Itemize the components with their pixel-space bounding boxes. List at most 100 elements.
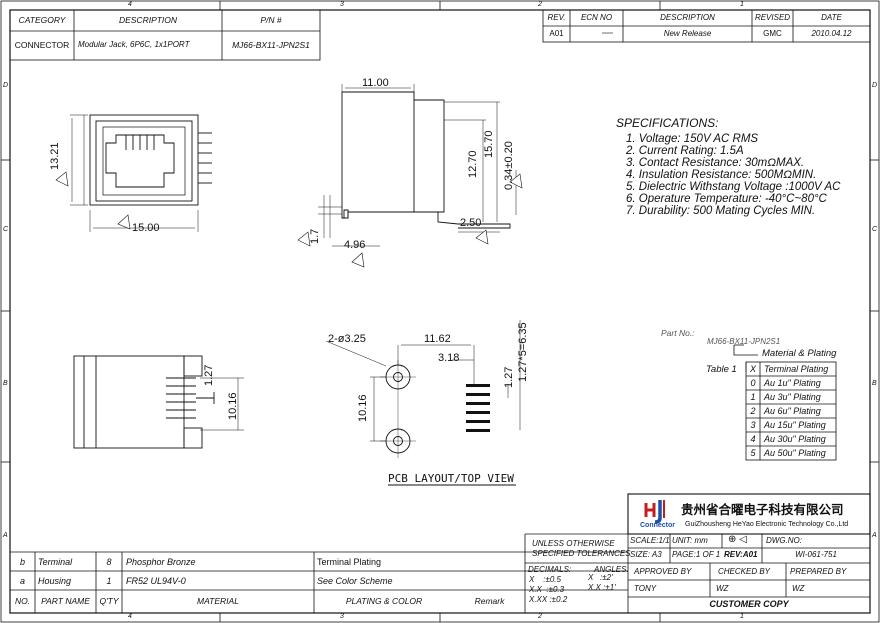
category-value: CONNECTOR <box>14 40 70 50</box>
bom-row-material: Phosphor Bronze <box>126 557 196 567</box>
material-plating-label: Material & Plating <box>762 348 837 359</box>
tolerance-angle-xx: X.X :±1' <box>588 583 616 592</box>
tolerance-angle-x: X :±2' <box>588 573 613 582</box>
description-value: Modular Jack, 6P6C, 1x1PORT <box>78 40 190 49</box>
table-1-row-plating: Au 30u" Plating <box>764 434 826 444</box>
zone-row-b: B <box>3 380 8 387</box>
date-value: 2010.04.12 <box>811 29 852 38</box>
bom-row-qty: 1 <box>106 576 112 586</box>
page-count: PAGE:1 OF 1 <box>672 550 721 559</box>
tolerance-decimal-x: X :±0.5 <box>529 575 561 584</box>
table-1-grid <box>733 344 837 461</box>
bom-row-plating: Terminal Plating <box>317 557 382 567</box>
rev-description-value: New Release <box>663 29 712 38</box>
checked-by-label: CHECKED BY <box>718 567 771 576</box>
table-1-row-code: 3 <box>750 420 756 430</box>
dim-front-height: 13.21 <box>49 142 61 170</box>
sheet-size: SIZE: A3 <box>630 550 662 559</box>
revised-value: GMC <box>763 29 782 38</box>
zone-row-b-right: B <box>872 380 877 387</box>
bottom-title-grid <box>10 493 871 613</box>
spec-item: 4. Insulation Resistance: 500MΩMIN. <box>626 169 817 181</box>
company-name-cn: 贵州省合曜电子科技有限公司 <box>681 502 844 517</box>
table-1-row-plating: Au 6u" Plating <box>764 406 821 416</box>
zone-col-2: 2 <box>538 1 542 8</box>
table-1-title: Table 1 <box>706 364 737 375</box>
dim-pcb-pitch-total: 1.27*5=6.35 <box>517 322 529 382</box>
pcb-pads <box>466 384 490 432</box>
date-header: DATE <box>821 13 842 22</box>
table-1-row-plating: Au 50u" Plating <box>764 448 826 458</box>
dim-front-width: 15.00 <box>132 222 160 234</box>
bom-row-material: FR52 UL94V-0 <box>126 576 186 586</box>
rev-description-header: DESCRIPTION <box>660 13 715 22</box>
dim-pcb-top: 11.62 <box>424 333 451 345</box>
dim-bottom-pitch: 1.27 <box>203 364 215 386</box>
logo-text: Connector <box>640 522 675 529</box>
table-1-row-code: 2 <box>750 406 756 416</box>
table-1-row-plating: Au 3u" Plating <box>764 392 821 402</box>
scale: SCALE:1/1 <box>630 536 670 545</box>
table-1-row-code: 5 <box>750 448 756 458</box>
table-1-col-x: X <box>749 364 756 374</box>
bom-row-no: b <box>19 557 25 567</box>
table-1-row-plating: Au 15u" Plating <box>764 420 826 430</box>
dim-side-tol: 0.34±0.20 <box>503 141 515 190</box>
pn-header: P/N # <box>260 15 282 25</box>
spec-item: 7. Durability: 500 Mating Cycles MIN. <box>626 205 816 217</box>
dim-side-bottom: 4.96 <box>344 239 366 251</box>
pn-value: MJ66-BX11-JPN2S1 <box>232 40 310 50</box>
bom-header-name: PART NAME <box>41 596 90 606</box>
tolerance-angles-label: ANGLES: <box>594 565 629 574</box>
customer-copy-label: CUSTOMER COPY <box>709 599 789 609</box>
bom-row-no: a <box>19 576 25 586</box>
bom-header-material: MATERIAL <box>197 596 239 606</box>
table-1-col-plating: Terminal Plating <box>764 364 829 374</box>
spec-item: 1. Voltage: 150V AC RMS <box>626 133 759 145</box>
rev-value: A01 <box>549 29 564 38</box>
bom-header-no: NO. <box>14 596 31 606</box>
tolerance-decimal-xxx: X.XX :±0.2 <box>529 595 568 604</box>
part-no-value: MJ66-BX11-JPN2S1 <box>707 337 781 346</box>
zone-row-c: C <box>3 226 9 233</box>
table-1-row-code: 1 <box>750 392 756 402</box>
bom-row-plating: See Color Scheme <box>317 576 393 586</box>
dim-bottom-width: 10.16 <box>227 392 239 420</box>
zone-col-4: 4 <box>128 1 132 8</box>
dim-pcb-offset: 3.18 <box>438 352 460 364</box>
spec-item: 2. Current Rating: 1.5A <box>626 145 744 157</box>
bom-row-name: Housing <box>38 576 72 586</box>
dim-side-h2: 15.70 <box>483 130 495 158</box>
company-logo <box>641 499 675 524</box>
dim-pcb-vertical: 10.16 <box>357 394 369 422</box>
specifications: SPECIFICATIONS: 1. Voltage: 150V AC RMS … <box>616 117 840 217</box>
dim-side-left: 1.7 <box>309 228 321 244</box>
description-header: DESCRIPTION <box>118 15 178 25</box>
prepared-by-label: PREPARED BY <box>790 567 847 576</box>
approved-by-label: APPROVED BY <box>634 567 692 576</box>
bom-header-qty: Q'TY <box>99 596 119 606</box>
pcb-layout <box>325 320 521 458</box>
revised-header: REVISED <box>754 13 791 22</box>
front-view <box>70 114 212 232</box>
zone-row-c-right: C <box>872 226 878 233</box>
pcb-caption: PCB LAYOUT/TOP VIEW <box>388 472 514 485</box>
zone-row-a-right: A <box>872 532 877 539</box>
part-no-label: Part No.: <box>661 328 695 338</box>
bom-header-plating: PLATING & COLOR <box>345 596 423 606</box>
zone-col-1: 1 <box>740 1 744 8</box>
bom-row-name: Terminal <box>38 557 73 567</box>
dwg-no-label: DWG.NO: <box>766 536 802 545</box>
dim-side-h1: 12.70 <box>467 150 479 178</box>
side-view <box>318 84 517 247</box>
rev-header: REV. <box>547 13 566 22</box>
zone-row-a: A <box>3 532 8 539</box>
checker-name: WZ <box>716 584 729 593</box>
table-1-row-code: 0 <box>750 378 756 388</box>
company-name-en: GuiZhousheng HeYao Electronic Technology… <box>685 521 849 528</box>
projection-symbol-icon: ⊕ ◁ <box>728 534 747 545</box>
dwg-no-value: WI-061-751 <box>795 550 837 559</box>
bottom-view <box>73 355 244 449</box>
approver-name: TONY <box>634 584 657 593</box>
